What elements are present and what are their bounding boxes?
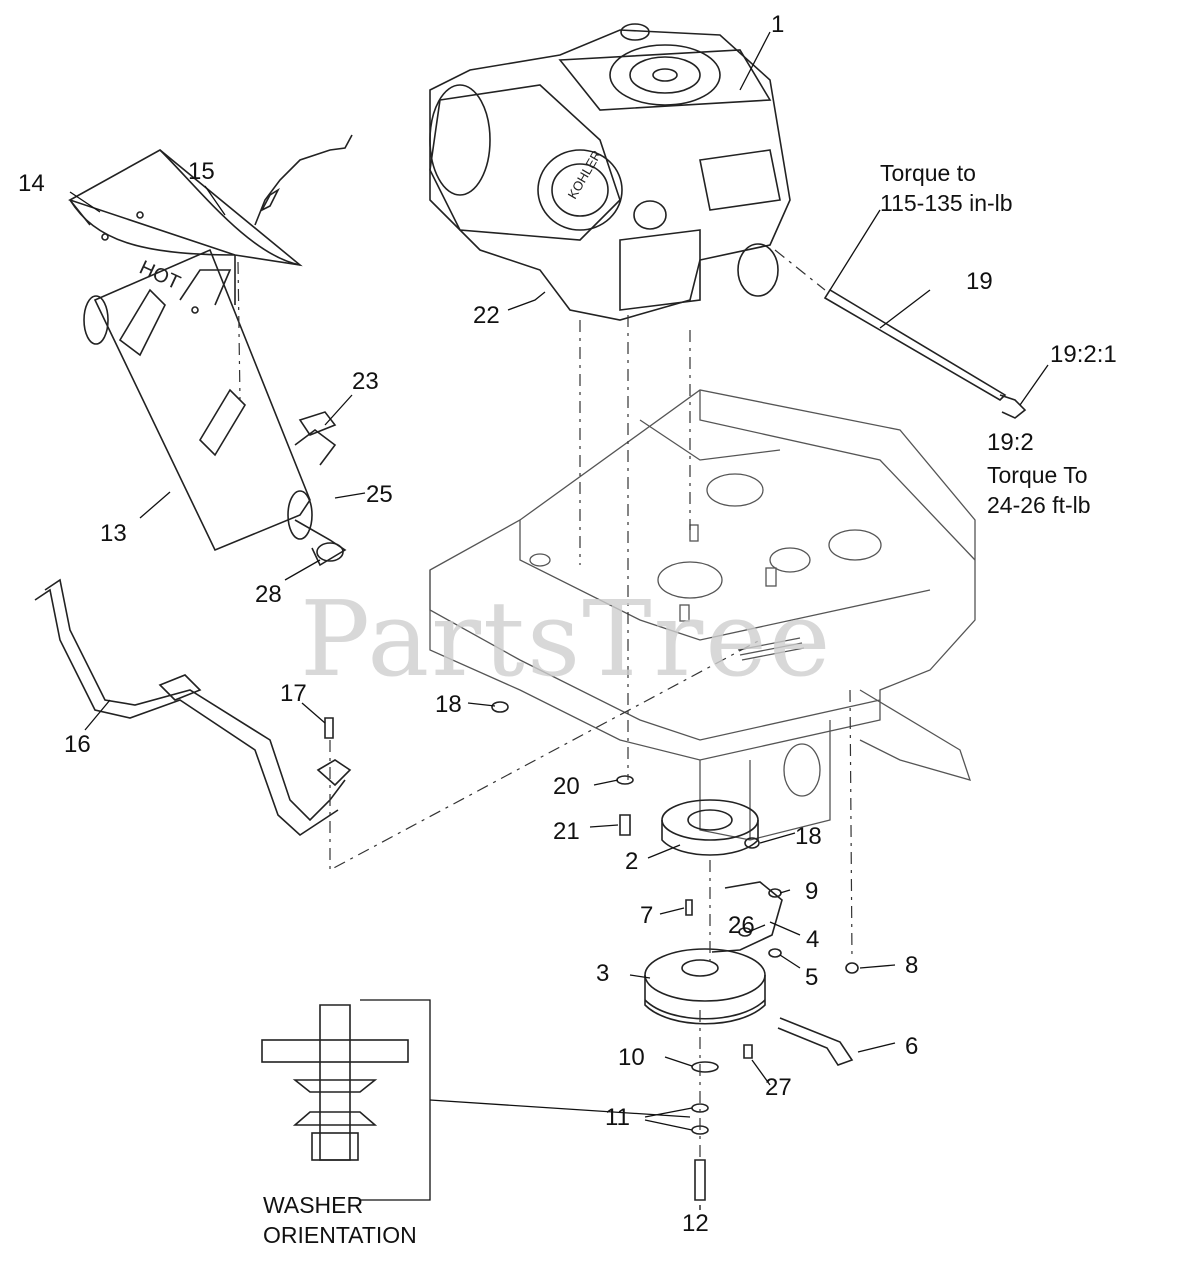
watermark: PartsTree (300, 578, 833, 700)
callout-28[interactable]: 28 (255, 581, 282, 608)
muffler (83, 248, 347, 567)
callout-13[interactable]: 13 (100, 520, 127, 547)
leader-lines (69, 31, 1049, 1210)
spark-plug-wire (254, 134, 353, 226)
callout-18-deck[interactable]: 18 (435, 691, 462, 718)
callout-6[interactable]: 6 (905, 1033, 919, 1060)
heat-shield: HOT (68, 149, 303, 314)
mower-frame (429, 389, 976, 841)
heat-shield-marking: HOT (136, 257, 184, 295)
callout-4[interactable]: 4 (806, 926, 820, 953)
callout-1[interactable]: 1 (771, 11, 785, 38)
washer-orientation-caption: WASHER ORIENTATION (263, 1190, 417, 1250)
callout-20[interactable]: 20 (553, 773, 580, 800)
torque-note-bolt: Torque To 24-26 ft-lb (987, 460, 1091, 520)
alignment-lines (237, 249, 853, 1160)
callout-19[interactable]: 19 (966, 268, 993, 295)
callout-26[interactable]: 26 (728, 912, 755, 939)
callout-23[interactable]: 23 (352, 368, 379, 395)
callout-5[interactable]: 5 (805, 964, 819, 991)
callout-27[interactable]: 27 (765, 1074, 792, 1101)
callout-3[interactable]: 3 (596, 960, 610, 987)
callout-19-2[interactable]: 19:2 (987, 429, 1034, 456)
bumper-bar (34, 578, 352, 837)
clutch-assembly (324, 701, 859, 1201)
washer-caption-line1: WASHER (263, 1192, 364, 1218)
callout-2[interactable]: 2 (625, 848, 639, 875)
callout-8[interactable]: 8 (905, 952, 919, 979)
callout-9[interactable]: 9 (805, 878, 819, 905)
torque-note-bolt-line1: Torque To (987, 462, 1088, 488)
callout-16[interactable]: 16 (64, 731, 91, 758)
callout-14[interactable]: 14 (18, 170, 45, 197)
callout-17[interactable]: 17 (280, 680, 307, 707)
callout-7[interactable]: 7 (640, 902, 654, 929)
torque-note-shaft-line1: Torque to (880, 160, 976, 186)
engine-assembly: KOHLER (429, 23, 791, 321)
callout-10[interactable]: 10 (618, 1044, 645, 1071)
torque-note-shaft: Torque to 115-135 in-lb (880, 158, 1013, 218)
washer-caption-line2: ORIENTATION (263, 1222, 417, 1248)
crank-extension-shaft (823, 288, 1027, 419)
callout-15[interactable]: 15 (188, 158, 215, 185)
callout-19-2-1[interactable]: 19:2:1 (1050, 341, 1117, 368)
callout-18-pulley[interactable]: 18 (795, 823, 822, 850)
callout-25[interactable]: 25 (366, 481, 393, 508)
callout-12[interactable]: 12 (682, 1210, 709, 1237)
engine-brand-marking: KOHLER (565, 148, 605, 202)
callout-11[interactable]: 11 (605, 1104, 630, 1131)
washer-orientation-detail (261, 999, 431, 1201)
torque-note-bolt-line2: 24-26 ft-lb (987, 492, 1091, 518)
torque-note-shaft-line2: 115-135 in-lb (880, 190, 1013, 216)
callout-21[interactable]: 21 (553, 818, 580, 845)
callout-22[interactable]: 22 (473, 302, 500, 329)
